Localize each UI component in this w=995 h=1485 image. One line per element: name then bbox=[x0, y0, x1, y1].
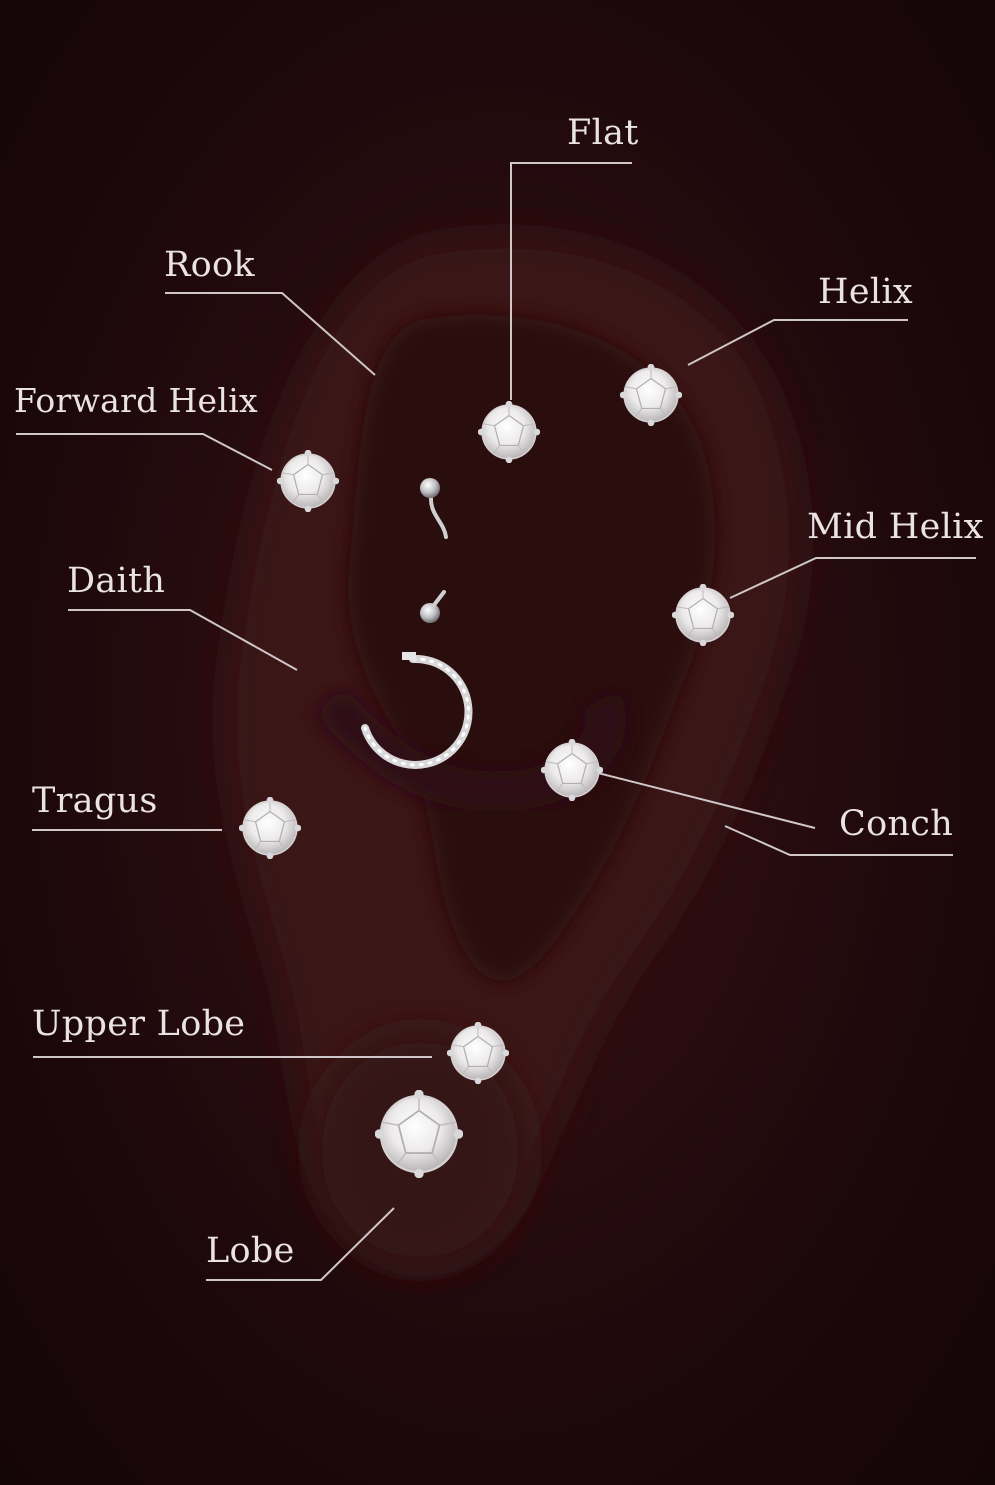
ear-shape bbox=[225, 236, 802, 1270]
daith-label: Daith bbox=[67, 564, 165, 599]
helix-label: Helix bbox=[818, 275, 913, 310]
tragus-label: Tragus bbox=[32, 784, 158, 819]
mid-helix-label: Mid Helix bbox=[807, 510, 984, 545]
forward-helix-label: Forward Helix bbox=[14, 384, 258, 417]
upper-lobe-label: Upper Lobe bbox=[32, 1007, 245, 1042]
conch-label: Conch bbox=[839, 807, 953, 842]
rook-label: Rook bbox=[164, 248, 255, 283]
forward-helix-leader-line bbox=[16, 434, 272, 470]
lobe-label: Lobe bbox=[206, 1234, 295, 1269]
flat-label: Flat bbox=[567, 116, 639, 151]
